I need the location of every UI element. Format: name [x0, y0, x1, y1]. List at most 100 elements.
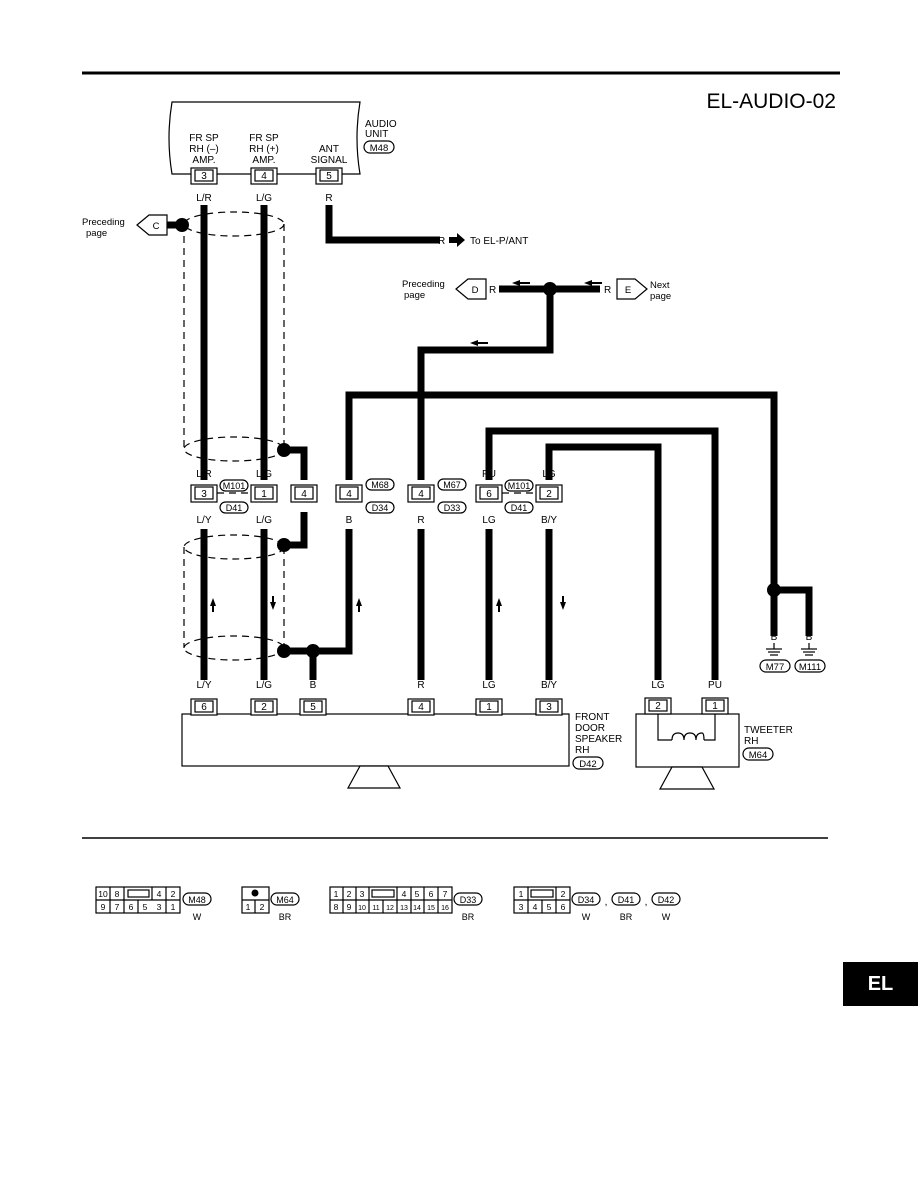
connector-view-id: D41 — [618, 895, 635, 905]
offpage-d-letter: D — [472, 285, 479, 296]
connector-view-badge — [182, 892, 212, 906]
joint-connector-pin: 1 — [250, 484, 278, 503]
connector-view-id: D42 — [658, 895, 675, 905]
svg-text:9: 9 — [347, 902, 352, 912]
connector-view-id: M48 — [188, 895, 206, 905]
wire-color: L/R — [196, 469, 212, 480]
speaker-cone-icon — [346, 765, 402, 789]
connector-view-color: W — [662, 912, 671, 922]
arrow-right-icon — [449, 233, 465, 247]
svg-text:15: 15 — [427, 905, 435, 912]
svg-text:5: 5 — [310, 702, 316, 713]
speaker-pin: 5 — [299, 698, 327, 716]
svg-text:3: 3 — [201, 171, 207, 182]
offpage-c-marker — [136, 214, 168, 236]
wire-pu — [485, 427, 719, 680]
offpage-e-text: page — [650, 291, 671, 302]
speaker-pin: 3 — [535, 698, 563, 716]
offpage-e-letter: E — [625, 285, 631, 296]
svg-text:3: 3 — [519, 902, 524, 912]
audio-unit-pin: 5 — [315, 167, 343, 185]
tweeter-pin: 2 — [644, 697, 672, 715]
arrow-up-icon — [210, 598, 216, 612]
wire-color: L/G — [256, 680, 272, 691]
arrow-left-icon — [512, 280, 530, 286]
connector-id: D33 — [444, 503, 461, 513]
wire-color: L/Y — [196, 680, 211, 691]
speaker-name: FRONT — [575, 712, 609, 723]
connector-view-color: W — [193, 912, 202, 922]
connector-id: M68 — [371, 480, 389, 490]
connector-view-id: D34 — [578, 895, 595, 905]
connector-badge — [504, 501, 534, 514]
wire-color: PU — [482, 469, 496, 480]
svg-text:5: 5 — [415, 889, 420, 899]
svg-text:13: 13 — [400, 905, 408, 912]
coil-icon — [671, 732, 705, 741]
arrow-left-icon — [584, 280, 602, 286]
connector-id: D41 — [226, 503, 243, 513]
wire-color: B/Y — [541, 680, 557, 691]
audio-unit-pin: 3 — [190, 167, 218, 185]
wire-color: R — [417, 515, 424, 526]
wire-color: PU — [708, 680, 722, 691]
splice-dot — [175, 218, 189, 232]
splice-dot — [767, 583, 781, 597]
tweeter-connector-id: M64 — [749, 750, 767, 761]
svg-text:2: 2 — [260, 902, 265, 912]
section-tab[interactable]: EL — [843, 962, 918, 1006]
svg-text:5: 5 — [547, 902, 552, 912]
terminal-label: AMP. — [252, 155, 275, 166]
offpage-d-text: page — [404, 290, 425, 301]
tweeter-cone-icon — [658, 766, 716, 790]
svg-text:1: 1 — [519, 889, 524, 899]
connector-badge — [219, 479, 249, 492]
audio-unit-connector-badge — [363, 140, 395, 154]
splice-dot — [543, 282, 557, 296]
connector-view-badge — [453, 892, 483, 906]
svg-text:14: 14 — [413, 905, 421, 912]
svg-text:3: 3 — [157, 902, 162, 912]
connector-view-separator: , — [605, 897, 608, 908]
svg-text:7: 7 — [115, 902, 120, 912]
offpage-d-wire: R — [489, 285, 496, 296]
splice-dot — [277, 644, 291, 658]
wire-b-shield — [284, 529, 353, 655]
svg-text:1: 1 — [334, 889, 339, 899]
connector-id: D41 — [511, 503, 528, 513]
wire-color: R — [325, 193, 332, 204]
svg-text:4: 4 — [157, 889, 162, 899]
terminal-label: RH (–) — [189, 144, 218, 155]
offpage-e-text: Next — [650, 280, 670, 291]
svg-text:12: 12 — [386, 905, 394, 912]
terminal-label: RH (+) — [249, 144, 279, 155]
connector-view-color: BR — [620, 912, 633, 922]
svg-text:6: 6 — [129, 902, 134, 912]
connector-view-badge — [611, 892, 641, 906]
arrow-up-icon — [356, 598, 362, 612]
connector-face-m48: 10 8 4 2 9 7 6 5 3 1 — [95, 886, 181, 914]
connector-view-badge — [651, 892, 681, 906]
speaker-name: DOOR — [575, 723, 605, 734]
svg-text:4: 4 — [418, 489, 424, 500]
wire-color: L/Y — [196, 515, 211, 526]
connector-face-d34-d41-d42: 1 2 3 4 5 6 — [513, 886, 571, 914]
shielded-cable-lower — [183, 534, 285, 661]
terminal-label: FR SP — [189, 133, 219, 144]
wire-lg — [545, 443, 662, 680]
svg-text:3: 3 — [360, 889, 365, 899]
svg-text:7: 7 — [443, 889, 448, 899]
wire-color: B — [346, 469, 353, 480]
wire-color: LG — [651, 680, 665, 691]
connector-face-m64: 1 2 — [241, 886, 270, 914]
joint-connector-pin: 4 — [407, 484, 435, 503]
wire-ant-r — [325, 205, 440, 244]
front-door-speaker-body — [181, 713, 570, 767]
connector-badge — [219, 501, 249, 514]
arrow-left-icon — [470, 340, 488, 346]
svg-text:6: 6 — [486, 489, 492, 500]
arrow-down-icon — [270, 596, 276, 610]
speaker-pin: 6 — [190, 698, 218, 716]
arrow-down-icon — [560, 596, 566, 610]
svg-text:4: 4 — [533, 902, 538, 912]
